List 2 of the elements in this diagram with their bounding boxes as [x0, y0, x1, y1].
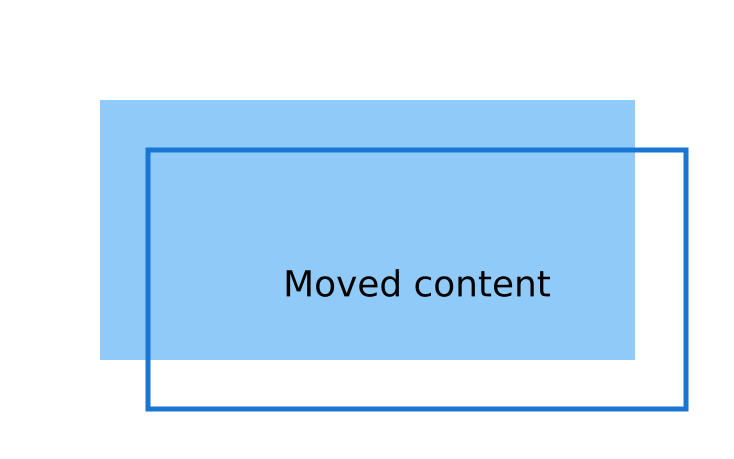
- outline-box: [146, 147, 688, 412]
- text-box: Moved content: [100, 100, 635, 360]
